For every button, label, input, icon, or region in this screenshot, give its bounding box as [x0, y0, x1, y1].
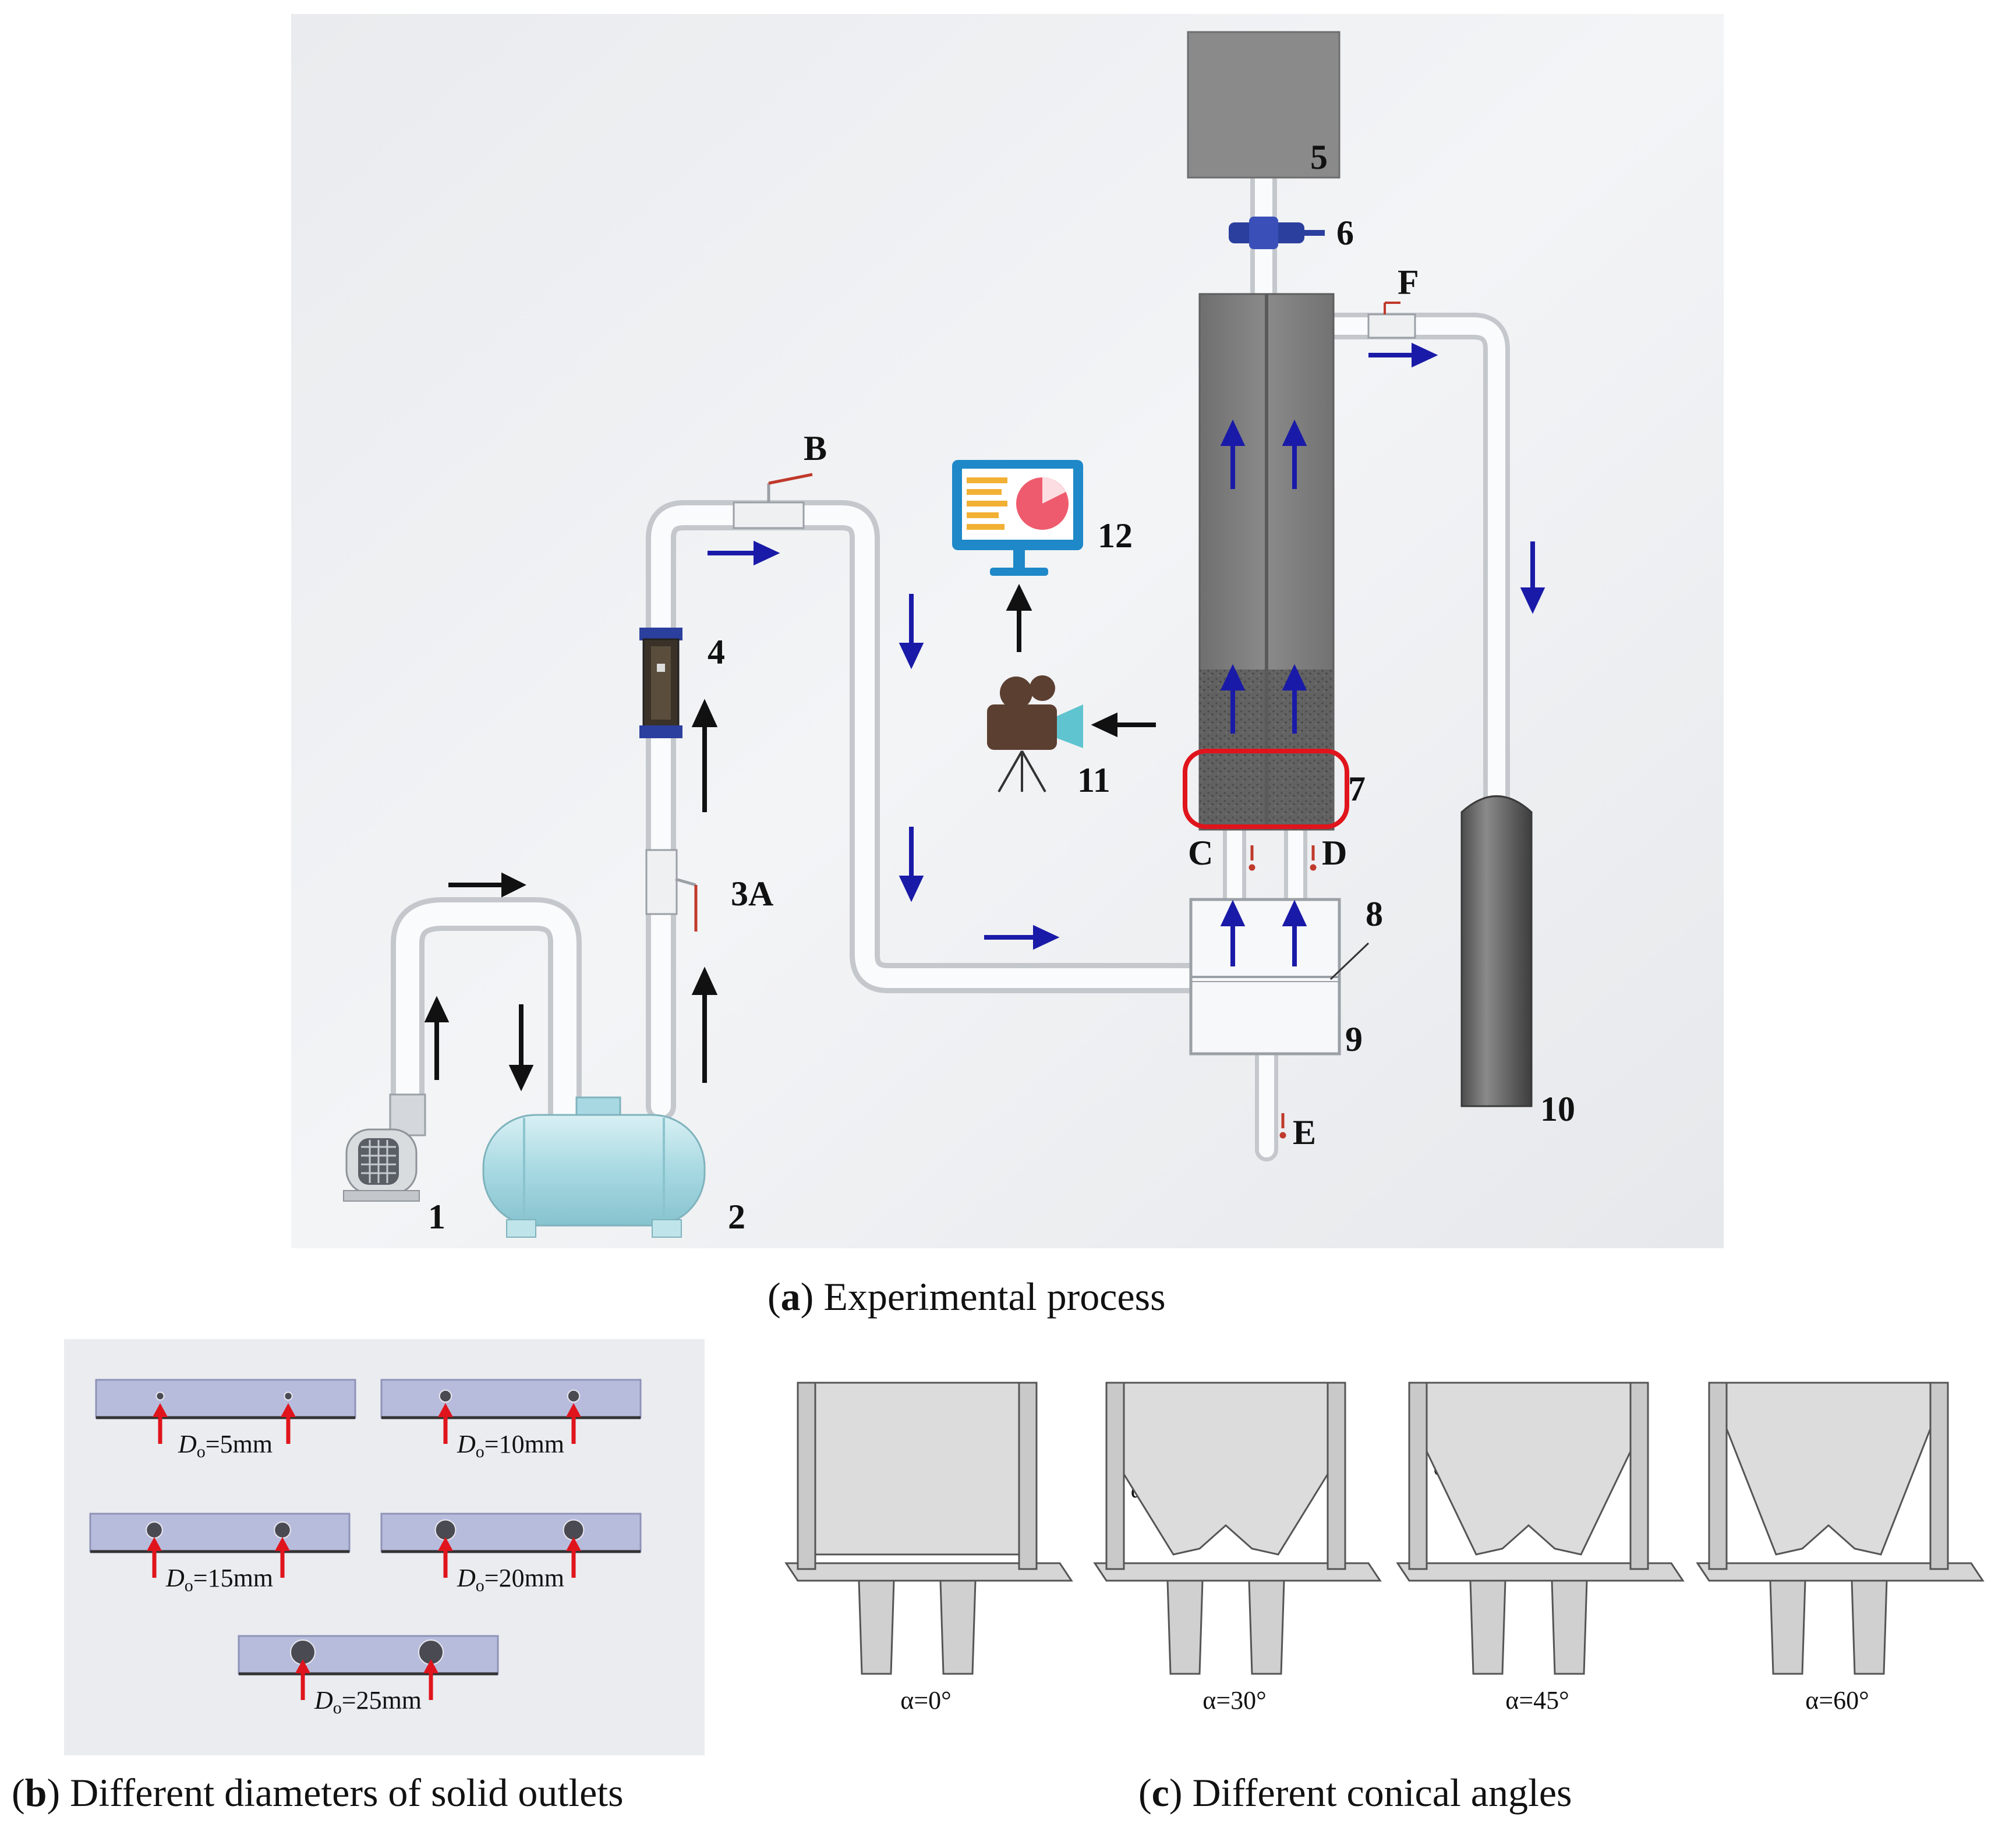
computer-monitor-icon [952, 460, 1083, 576]
plate-diameter-label: Do=25mm [314, 1686, 422, 1717]
air-plenum [1189, 898, 1370, 1056]
outlet-leg [1248, 1580, 1285, 1675]
plate-diameter-label: Do=15mm [165, 1564, 273, 1595]
outlet-leg [1166, 1580, 1204, 1675]
blower [343, 1093, 426, 1202]
conical-model: αα=45° [1396, 1382, 1685, 1715]
blue-flow-arrows [708, 342, 1545, 966]
panel-c-diagram: α=0° αα=30°αα=45°αα=60° [784, 1382, 1985, 1715]
outlet-plate: Do=20mm [380, 1513, 642, 1595]
label-9: 9 [1345, 1020, 1363, 1058]
caption-panel-b: (b) Different diameters of solid outlets [12, 1770, 624, 1815]
label-2: 2 [728, 1198, 745, 1236]
label-f: F [1398, 263, 1419, 302]
collection-cylinder [1460, 795, 1533, 1107]
red-arrow [147, 1537, 162, 1578]
label-3a: 3A [731, 874, 773, 913]
plate-diameter-label: Do=5mm [178, 1430, 273, 1461]
outlet-hole [438, 1389, 452, 1403]
red-arrow [275, 1537, 290, 1578]
red-arrow [566, 1537, 581, 1578]
outlet-plate: Do=25mm [238, 1635, 499, 1717]
red-arrow [295, 1659, 310, 1700]
black-flow-arrows [424, 583, 1156, 1092]
angle-label: α=60° [1805, 1686, 1869, 1715]
valve-3a [645, 849, 698, 932]
panel-a-diagram: 1 2 3A 4 5 6 7 8 9 10 11 12 B C D E F [291, 14, 1724, 1248]
angle-label: α=0° [900, 1686, 951, 1715]
flowmeter [639, 628, 682, 738]
label-c: C [1188, 834, 1213, 872]
outlet-plate: Do=10mm [380, 1379, 642, 1461]
outlet-plate: Do=15mm [89, 1513, 351, 1595]
label-6: 6 [1336, 214, 1354, 252]
label-10: 10 [1540, 1090, 1575, 1128]
outlet-leg [1769, 1580, 1806, 1675]
valve-handles-cde [1248, 845, 1317, 1139]
caption-panel-a: (a) Experimental process [768, 1274, 1166, 1319]
angle-label: α=30° [1202, 1686, 1266, 1715]
outlet-leg [939, 1580, 977, 1675]
label-5: 5 [1310, 138, 1328, 176]
angle-label: α=45° [1505, 1686, 1569, 1715]
red-arrow [423, 1659, 438, 1700]
camera-icon [987, 675, 1083, 792]
conical-model: αα=30° [1093, 1382, 1382, 1715]
red-arrow [438, 1537, 453, 1578]
label-11: 11 [1077, 761, 1110, 799]
outlet-hole [146, 1521, 163, 1539]
outlet-leg [1851, 1580, 1888, 1675]
label-d: D [1322, 834, 1347, 872]
plate-diameter-label: Do=20mm [457, 1564, 564, 1595]
plate-diameter-label: Do=10mm [457, 1430, 564, 1461]
caption-panel-c: (c) Different conical angles [1138, 1770, 1572, 1815]
label-b: B [804, 429, 827, 468]
outlet-leg [1469, 1580, 1506, 1675]
valve-f [1367, 302, 1416, 339]
outlet-leg [1551, 1580, 1588, 1675]
red-arrow [281, 1403, 296, 1444]
label-12: 12 [1098, 516, 1133, 555]
label-4: 4 [708, 633, 725, 671]
red-arrow [566, 1403, 581, 1444]
outlet-hole [567, 1389, 581, 1403]
label-1: 1 [428, 1198, 445, 1236]
outlet-plate: Do=5mm [95, 1379, 356, 1461]
label-7: 7 [1348, 770, 1366, 808]
conical-model: α=0° [784, 1382, 1073, 1715]
label-8: 8 [1366, 895, 1383, 933]
red-arrow [438, 1403, 453, 1444]
valve-6 [1229, 217, 1325, 249]
feed-hopper [1187, 31, 1341, 179]
outlet-leg [858, 1580, 895, 1675]
red-arrow [153, 1403, 168, 1444]
storage-tank [482, 1096, 706, 1238]
conical-models: α=0° αα=30°αα=45°αα=60° [784, 1382, 1985, 1715]
distributor-highlight [1183, 749, 1349, 829]
outlet-hole [274, 1521, 291, 1539]
conical-model: αα=60° [1696, 1382, 1985, 1715]
outlet-hole [155, 1391, 165, 1401]
outlet-hole [284, 1391, 293, 1401]
label-e: E [1293, 1113, 1316, 1152]
component-labels: 1 2 3A 4 5 6 7 8 9 10 11 12 B C D E F [428, 138, 1575, 1236]
pipe-network [391, 161, 1510, 1161]
valve-b [733, 473, 813, 529]
